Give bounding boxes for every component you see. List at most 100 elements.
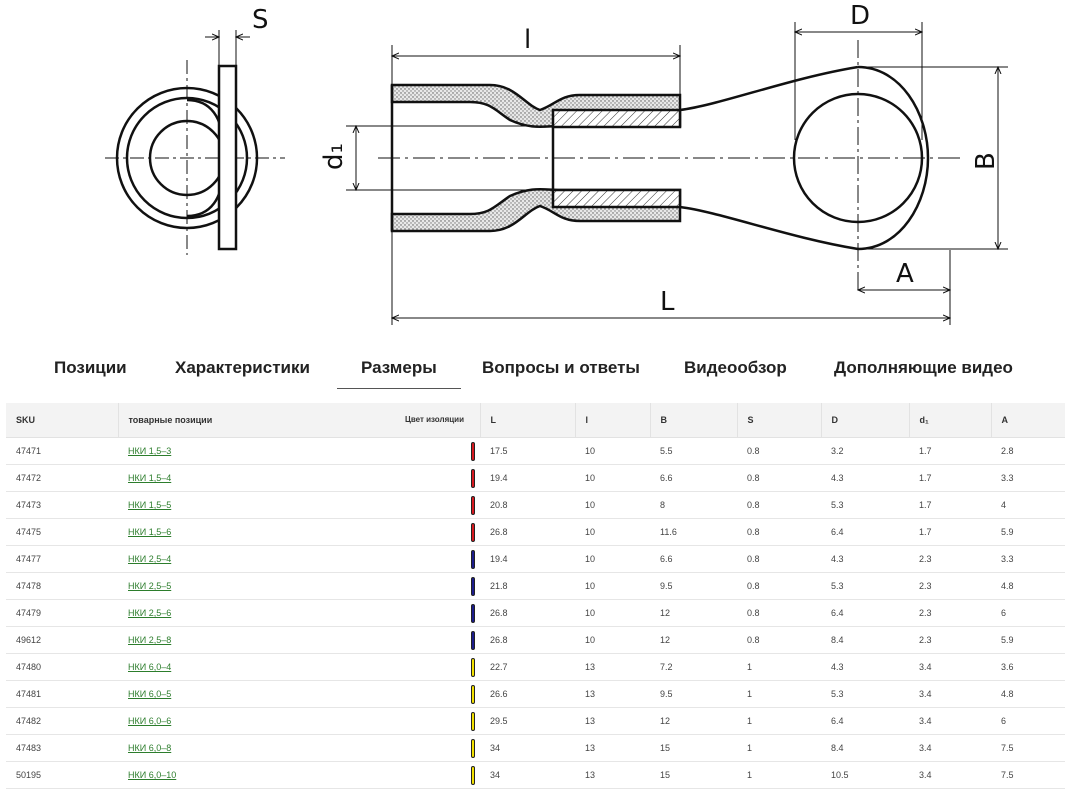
header-A: A	[991, 403, 1065, 438]
dim-S-cell: 1	[737, 707, 821, 735]
tab-related-videos[interactable]: Дополняющие видео	[834, 358, 1013, 377]
product-link[interactable]: НКИ 6,0–10	[128, 770, 177, 780]
header-D: D	[821, 403, 910, 438]
insulation-color-swatch	[471, 631, 475, 650]
dim-label-d: D	[850, 1, 870, 31]
dim-B-cell: 15	[650, 734, 737, 762]
dim-D-cell: 6.4	[821, 707, 909, 735]
product-link[interactable]: НКИ 1,5–6	[128, 527, 172, 537]
dim-S-cell: 0.8	[737, 545, 821, 573]
dim-l-cell: 13	[575, 680, 650, 708]
dim-B-cell: 12	[650, 626, 737, 654]
dim-B-cell: 6.6	[650, 545, 737, 573]
insulation-color-cell	[468, 734, 480, 762]
insulation-color-cell	[468, 680, 480, 708]
dim-label-l-large: L	[660, 287, 675, 317]
main-view	[346, 22, 1008, 325]
sku-cell: 47478	[6, 572, 118, 600]
tab-video-review[interactable]: Видеообзор	[684, 358, 787, 377]
product-name-cell: НКИ 1,5–5	[118, 491, 468, 519]
tab-dimensions[interactable]: Размеры	[337, 358, 461, 389]
dim-l-cell: 10	[575, 518, 650, 546]
header-sku: SKU	[6, 403, 119, 438]
dim-d1-cell: 3.4	[909, 680, 991, 708]
product-name-cell: НКИ 1,5–3	[118, 437, 468, 465]
insulation-color-swatch	[471, 442, 475, 461]
dim-L-cell: 34	[480, 734, 575, 762]
insulation-color-swatch	[471, 496, 475, 515]
product-link[interactable]: НКИ 6,0–5	[128, 689, 172, 699]
dim-S-cell: 0.8	[737, 572, 821, 600]
dim-D-cell: 5.3	[821, 680, 909, 708]
dim-L-cell: 19.4	[480, 545, 575, 573]
product-name-cell: НКИ 1,5–6	[118, 518, 468, 546]
dim-D-cell: 5.3	[821, 491, 909, 519]
dim-l-cell: 10	[575, 545, 650, 573]
dim-L-cell: 26.8	[480, 518, 575, 546]
dim-D-cell: 8.4	[821, 626, 909, 654]
insulation-color-swatch	[471, 685, 475, 704]
sku-cell: 50195	[6, 761, 118, 789]
insulation-color-swatch	[471, 766, 475, 785]
product-link[interactable]: НКИ 1,5–4	[128, 473, 172, 483]
insulation-color-swatch	[471, 523, 475, 542]
insulation-color-swatch	[471, 712, 475, 731]
dim-S-cell: 1	[737, 680, 821, 708]
dim-label-s: S	[252, 5, 269, 35]
product-name-cell: НКИ 6,0–4	[118, 653, 468, 681]
insulation-color-cell	[468, 464, 480, 492]
dim-D-cell: 6.4	[821, 518, 909, 546]
product-link[interactable]: НКИ 1,5–3	[128, 446, 172, 456]
sku-cell: 47481	[6, 680, 118, 708]
dim-A-cell: 7.5	[991, 734, 1065, 762]
dim-L-cell: 26.8	[480, 599, 575, 627]
dim-A-cell: 4.8	[991, 680, 1065, 708]
dim-d1-cell: 3.4	[909, 653, 991, 681]
product-link[interactable]: НКИ 1,5–5	[128, 500, 172, 510]
product-link[interactable]: НКИ 2,5–8	[128, 635, 172, 645]
product-link[interactable]: НКИ 2,5–5	[128, 581, 172, 591]
dim-L-cell: 22.7	[480, 653, 575, 681]
dim-A-cell: 7.5	[991, 761, 1065, 789]
dim-label-d1: d₁	[319, 143, 349, 170]
product-link[interactable]: НКИ 6,0–8	[128, 743, 172, 753]
product-link[interactable]: НКИ 6,0–6	[128, 716, 172, 726]
header-color-spacer	[468, 403, 481, 438]
dim-l-cell: 10	[575, 464, 650, 492]
dim-D-cell: 10.5	[821, 761, 909, 789]
dim-L-cell: 17.5	[480, 437, 575, 465]
dim-A-cell: 2.8	[991, 437, 1065, 465]
product-name-cell: НКИ 6,0–5	[118, 680, 468, 708]
dim-D-cell: 3.2	[821, 437, 909, 465]
dim-S-cell: 0.8	[737, 599, 821, 627]
tab-positions[interactable]: Позиции	[54, 358, 127, 377]
sku-cell: 47472	[6, 464, 118, 492]
header-color: Цвет изоляции	[404, 415, 464, 424]
dim-L-cell: 29.5	[480, 707, 575, 735]
product-link[interactable]: НКИ 6,0–4	[128, 662, 172, 672]
dim-d1-cell: 2.3	[909, 572, 991, 600]
dim-A-cell: 6	[991, 599, 1065, 627]
insulation-color-cell	[468, 599, 480, 627]
insulation-color-swatch	[471, 469, 475, 488]
tab-characteristics[interactable]: Характеристики	[175, 358, 310, 377]
tab-qa[interactable]: Вопросы и ответы	[482, 358, 640, 377]
sku-cell: 47480	[6, 653, 118, 681]
insulation-color-cell	[468, 653, 480, 681]
dim-D-cell: 4.3	[821, 464, 909, 492]
dim-B-cell: 9.5	[650, 572, 737, 600]
product-link[interactable]: НКИ 2,5–4	[128, 554, 172, 564]
dim-B-cell: 9.5	[650, 680, 737, 708]
product-name-cell: НКИ 2,5–8	[118, 626, 468, 654]
product-link[interactable]: НКИ 2,5–6	[128, 608, 172, 618]
header-d1: d₁	[909, 403, 992, 438]
